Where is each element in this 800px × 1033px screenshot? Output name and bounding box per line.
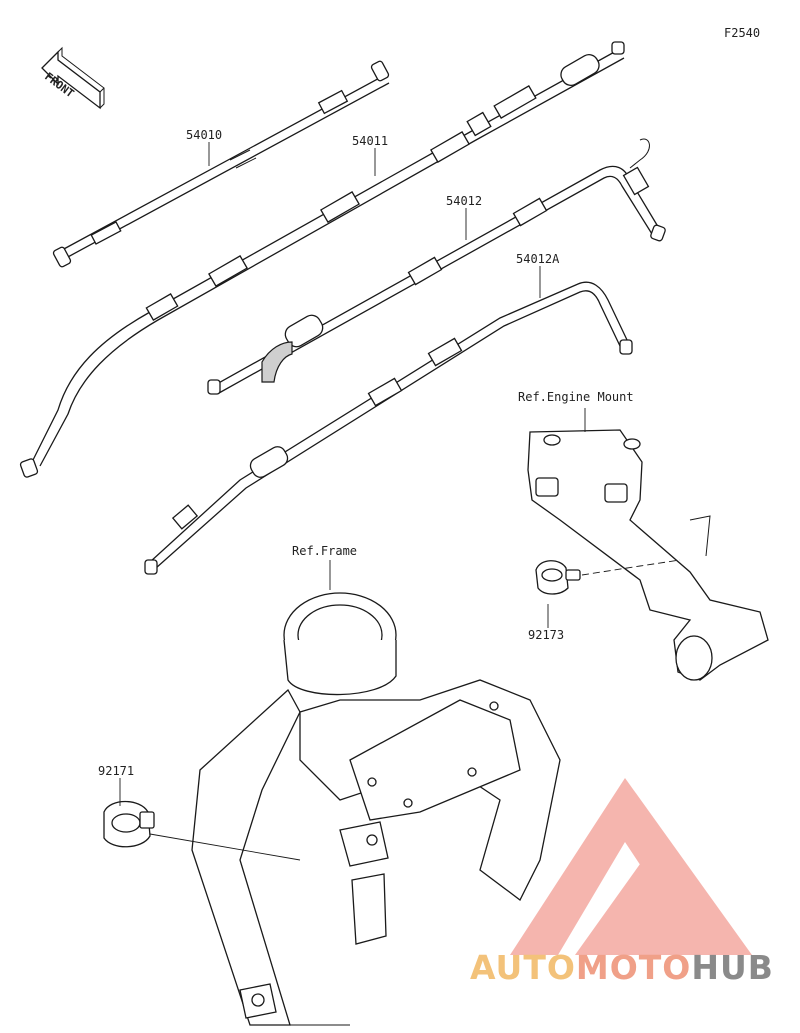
part-number-54011: 54011 xyxy=(352,134,389,148)
brand-hub: HUB xyxy=(691,948,774,987)
ref-engine-mount-label: Ref.Engine Mount xyxy=(518,390,634,404)
part-number-54012: 54012 xyxy=(446,194,483,208)
clamp-92173-icon xyxy=(535,559,681,595)
part-number-54010: 54010 xyxy=(186,128,223,142)
part-number-92173: 92173 xyxy=(528,628,565,642)
diagram-code: F2540 xyxy=(724,26,761,40)
brand-watermark: AUTOMOTOHUB xyxy=(470,948,792,988)
frame xyxy=(191,592,561,1026)
cable-54011 xyxy=(19,41,625,478)
leader-lines xyxy=(119,142,586,806)
brand-auto: AUTO xyxy=(470,948,576,987)
ref-frame-label: Ref.Frame xyxy=(292,544,358,558)
cable-54012A xyxy=(144,281,633,575)
engine-mount xyxy=(527,429,769,681)
part-number-92171: 92171 xyxy=(98,764,135,778)
brand-moto: MOTO xyxy=(575,948,692,987)
cable-54010 xyxy=(52,60,390,268)
brand-logo-icon xyxy=(510,778,752,955)
cable-54012 xyxy=(207,138,666,395)
clamp-92171-icon xyxy=(103,800,301,861)
part-number-54012A: 54012A xyxy=(516,252,560,266)
front-arrow-icon xyxy=(41,46,105,110)
